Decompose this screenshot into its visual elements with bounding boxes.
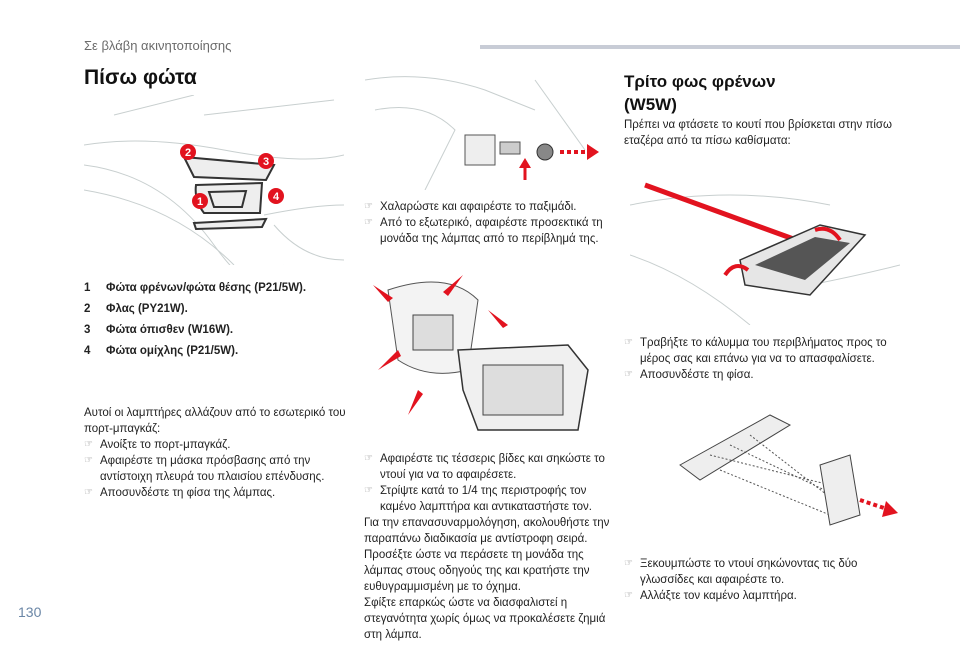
bulb-holder-illustration [679, 414, 898, 526]
nut-removal-illustration [365, 76, 599, 190]
page-title: Πίσω φώτα [84, 66, 197, 89]
rear-light-illustration: 2 3 1 4 [84, 95, 344, 265]
callout-1: 1 [197, 196, 203, 208]
section-header: Σε βλάβη ακινητοποίησης [84, 38, 232, 53]
middle-instructions: Αφαιρέστε τις τέσσερις βίδες και σηκώστε… [364, 451, 620, 643]
right-steps-a: Τραβήξτε το κάλυμμα του περιβλήματος προ… [624, 335, 909, 383]
right-steps-b: Ξεκουμπώστε το ντουί σηκώνοντας τις δύο … [624, 556, 909, 604]
middle-steps-a: Χαλαρώστε και αφαιρέστε το παξιμάδι. Από… [364, 199, 614, 247]
left-instructions: Αυτοί οι λαμπτήρες αλλάζουν από το εσωτε… [84, 405, 346, 501]
lamp-unit-illustration [373, 275, 589, 431]
callout-4: 4 [273, 191, 280, 203]
right-intro: Πρέπει να φτάσετε το κουτί που βρίσκεται… [624, 119, 893, 147]
callout-2: 2 [185, 147, 191, 159]
third-brake-light-cover-illustration [630, 182, 900, 325]
callout-3: 3 [263, 156, 269, 168]
section-title-third-brake-light: Τρίτο φως φρένων(W5W) [624, 72, 776, 114]
callouts: 2 3 1 4 [180, 144, 284, 209]
header-bar [480, 45, 960, 49]
page-number: 130 [18, 604, 42, 620]
